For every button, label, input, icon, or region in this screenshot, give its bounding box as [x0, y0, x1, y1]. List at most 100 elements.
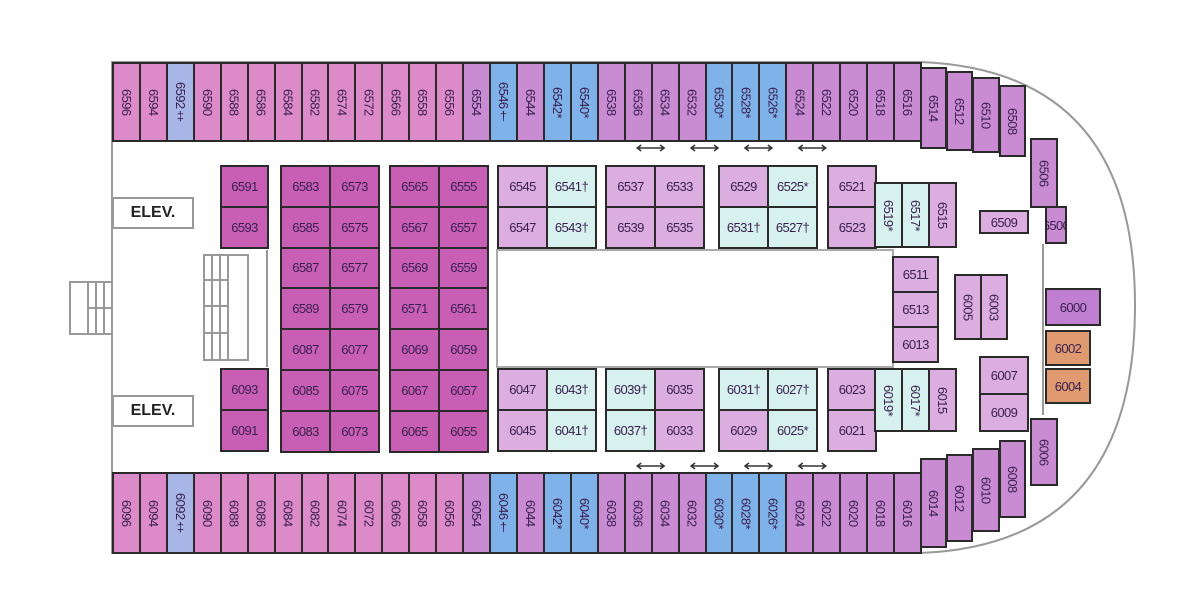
cabin-6566[interactable]: 6566 — [381, 62, 411, 142]
cabin-6006[interactable]: 6006 — [1030, 418, 1058, 486]
cabin-6527[interactable]: 6527† — [767, 206, 818, 249]
cabin-6506[interactable]: 6506 — [1030, 138, 1058, 208]
cabin-6513[interactable]: 6513 — [892, 291, 939, 328]
cabin-6007[interactable]: 6007 — [979, 356, 1029, 395]
cabin-6594[interactable]: 6594 — [138, 62, 168, 142]
cabin-6519[interactable]: 6519* — [874, 182, 903, 248]
cabin-6034[interactable]: 6034 — [650, 472, 680, 554]
cabin-6541[interactable]: 6541† — [546, 165, 597, 208]
cabin-6547[interactable]: 6547 — [497, 206, 548, 249]
cabin-6565[interactable]: 6565 — [389, 165, 440, 208]
cabin-6083[interactable]: 6083 — [280, 409, 331, 453]
cabin-6523[interactable]: 6523 — [827, 206, 877, 249]
cabin-6008[interactable]: 6008 — [999, 440, 1026, 518]
cabin-6093[interactable]: 6093 — [220, 368, 269, 411]
cabin-6002[interactable]: 6002 — [1045, 330, 1091, 366]
cabin-6088[interactable]: 6088 — [219, 472, 249, 554]
cabin-6512[interactable]: 6512 — [946, 71, 973, 151]
cabin-6005[interactable]: 6005 — [954, 274, 982, 340]
cabin-6015[interactable]: 6015 — [928, 368, 957, 432]
cabin-6521[interactable]: 6521 — [827, 165, 877, 208]
cabin-6593[interactable]: 6593 — [220, 206, 269, 249]
cabin-6511[interactable]: 6511 — [892, 256, 939, 293]
cabin-6561[interactable]: 6561 — [438, 287, 489, 331]
cabin-6077[interactable]: 6077 — [329, 328, 380, 371]
cabin-6036[interactable]: 6036 — [623, 472, 653, 554]
cabin-6537[interactable]: 6537 — [605, 165, 656, 208]
cabin-6057[interactable]: 6057 — [438, 369, 489, 412]
cabin-6023[interactable]: 6023 — [827, 368, 877, 411]
cabin-6059[interactable]: 6059 — [438, 328, 489, 371]
cabin-6055[interactable]: 6055 — [438, 409, 489, 453]
cabin-6013[interactable]: 6013 — [892, 326, 939, 363]
cabin-6590[interactable]: 6590 — [192, 62, 222, 142]
cabin-6031[interactable]: 6031† — [718, 368, 769, 411]
cabin-6043[interactable]: 6043† — [546, 368, 597, 411]
cabin-6030[interactable]: 6030* — [704, 472, 734, 554]
cabin-6591[interactable]: 6591 — [220, 165, 269, 208]
cabin-6067[interactable]: 6067 — [389, 369, 440, 412]
cabin-6025[interactable]: 6025* — [767, 409, 818, 452]
cabin-6085[interactable]: 6085 — [280, 369, 331, 412]
cabin-6544[interactable]: 6544 — [516, 62, 545, 142]
cabin-6526[interactable]: 6526* — [758, 62, 788, 142]
cabin-6574[interactable]: 6574 — [327, 62, 357, 142]
cabin-6069[interactable]: 6069 — [389, 328, 440, 371]
cabin-6065[interactable]: 6065 — [389, 409, 440, 453]
cabin-6056[interactable]: 6056 — [435, 472, 465, 554]
cabin-6508[interactable]: 6508 — [999, 85, 1026, 157]
cabin-6555[interactable]: 6555 — [438, 165, 489, 208]
cabin-6044[interactable]: 6044 — [516, 472, 545, 554]
cabin-6045[interactable]: 6045 — [497, 409, 548, 452]
cabin-6532[interactable]: 6532 — [677, 62, 707, 142]
cabin-6009[interactable]: 6009 — [979, 393, 1029, 432]
cabin-6012[interactable]: 6012 — [946, 454, 973, 542]
cabin-6577[interactable]: 6577 — [329, 246, 380, 290]
cabin-6515[interactable]: 6515 — [928, 182, 957, 248]
cabin-6509[interactable]: 6509 — [979, 210, 1029, 234]
cabin-6058[interactable]: 6058 — [408, 472, 438, 554]
cabin-6520[interactable]: 6520 — [839, 62, 869, 142]
cabin-6582[interactable]: 6582 — [300, 62, 330, 142]
cabin-6557[interactable]: 6557 — [438, 205, 489, 249]
cabin-6047[interactable]: 6047 — [497, 368, 548, 411]
cabin-6514[interactable]: 6514 — [920, 67, 947, 149]
cabin-6510[interactable]: 6510 — [972, 77, 1000, 153]
cabin-6038[interactable]: 6038 — [596, 472, 626, 554]
cabin-6028[interactable]: 6028* — [731, 472, 761, 554]
cabin-6543[interactable]: 6543† — [546, 206, 597, 249]
cabin-6518[interactable]: 6518 — [866, 62, 896, 142]
cabin-6035[interactable]: 6035 — [654, 368, 705, 411]
cabin-6094[interactable]: 6094 — [138, 472, 168, 554]
cabin-6016[interactable]: 6016 — [893, 472, 922, 554]
cabin-6021[interactable]: 6021 — [827, 409, 877, 452]
cabin-6014[interactable]: 6014 — [920, 458, 947, 548]
cabin-6535[interactable]: 6535 — [654, 206, 705, 249]
cabin-6022[interactable]: 6022 — [812, 472, 842, 554]
cabin-6545[interactable]: 6545 — [497, 165, 548, 208]
cabin-6567[interactable]: 6567 — [389, 205, 440, 249]
cabin-6559[interactable]: 6559 — [438, 246, 489, 290]
cabin-6528[interactable]: 6528* — [731, 62, 761, 142]
cabin-6082[interactable]: 6082 — [300, 472, 330, 554]
cabin-6536[interactable]: 6536 — [623, 62, 653, 142]
cabin-6042[interactable]: 6042* — [542, 472, 572, 554]
cabin-6046[interactable]: 6046† — [489, 472, 518, 554]
cabin-6018[interactable]: 6018 — [866, 472, 896, 554]
cabin-6032[interactable]: 6032 — [677, 472, 707, 554]
cabin-6017[interactable]: 6017* — [901, 368, 930, 432]
cabin-6531[interactable]: 6531† — [718, 206, 769, 249]
cabin-6589[interactable]: 6589 — [280, 287, 331, 331]
cabin-6522[interactable]: 6522 — [812, 62, 842, 142]
cabin-6054[interactable]: 6054 — [462, 472, 492, 554]
cabin-6587[interactable]: 6587 — [280, 246, 331, 290]
cabin-6592[interactable]: 6592‡ — [165, 62, 195, 142]
cabin-6554[interactable]: 6554 — [462, 62, 492, 142]
cabin-6500[interactable]: 6500 — [1045, 206, 1067, 244]
cabin-6579[interactable]: 6579 — [329, 287, 380, 331]
cabin-6019[interactable]: 6019* — [874, 368, 903, 432]
cabin-6072[interactable]: 6072 — [354, 472, 384, 554]
cabin-6000[interactable]: 6000 — [1045, 288, 1101, 326]
cabin-6010[interactable]: 6010 — [972, 448, 1000, 532]
cabin-6039[interactable]: 6039† — [605, 368, 656, 411]
